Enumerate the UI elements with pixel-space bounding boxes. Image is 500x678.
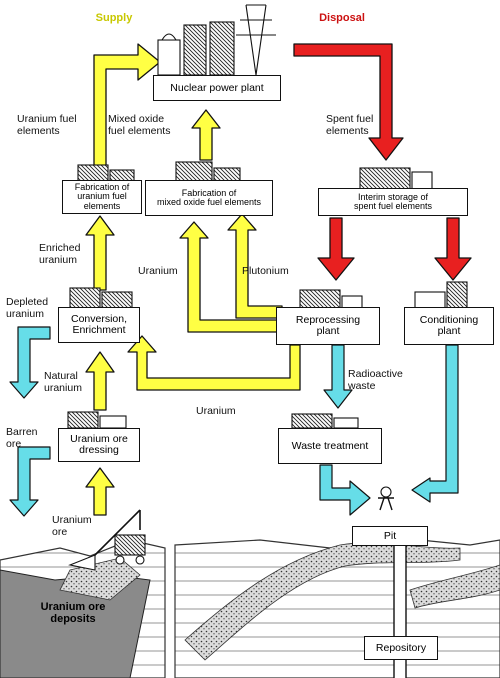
conversion-box: Conversion, Enrichment bbox=[58, 307, 140, 343]
pit-box: Pit bbox=[352, 526, 428, 546]
label-uranium-bottom: Uranium bbox=[196, 405, 236, 417]
label-enriched-uranium: Enriched uranium bbox=[39, 242, 81, 266]
waste-arrows bbox=[9, 326, 459, 517]
repository-box: Repository bbox=[364, 636, 438, 660]
label-mox-fuel-elements: Mixed oxide fuel elements bbox=[108, 113, 171, 137]
label-uranium-mid: Uranium bbox=[138, 265, 178, 277]
label-uranium-fuel-elements: Uranium fuel elements bbox=[17, 113, 77, 137]
conditioning-box: Conditioning plant bbox=[404, 307, 494, 345]
label-uranium-ore: Uranium ore bbox=[52, 514, 92, 538]
label-natural-uranium: Natural uranium bbox=[44, 370, 82, 394]
label-plutonium: Plutonium bbox=[242, 265, 289, 277]
supply-header: Supply bbox=[95, 12, 133, 24]
ore-dressing-box: Uranium ore dressing bbox=[58, 428, 140, 462]
nuclear-power-plant-box: Nuclear power plant bbox=[153, 75, 281, 101]
label-spent-fuel-elements: Spent fuel elements bbox=[326, 113, 374, 137]
reprocessing-box: Reprocessing plant bbox=[276, 307, 380, 345]
label-radioactive-waste: Radioactive waste bbox=[348, 368, 403, 392]
building-graphics bbox=[67, 4, 468, 571]
fab-mox-box: Fabrication of mixed oxide fuel elements bbox=[145, 180, 273, 216]
supply-arrows bbox=[85, 43, 301, 516]
label-depleted-uranium: Depleted uranium bbox=[6, 296, 49, 320]
interim-storage-box: Interim storage of spent fuel elements bbox=[318, 188, 468, 216]
disposal-arrows bbox=[293, 43, 472, 281]
fab-uranium-box: Fabrication of uranium fuel elements bbox=[62, 180, 142, 214]
label-uranium-ore-deposits: Uranium ore deposits bbox=[40, 601, 106, 625]
label-barren-ore: Barren ore bbox=[6, 426, 38, 450]
disposal-header: Disposal bbox=[319, 12, 365, 24]
waste-treatment-box: Waste treatment bbox=[278, 428, 382, 464]
